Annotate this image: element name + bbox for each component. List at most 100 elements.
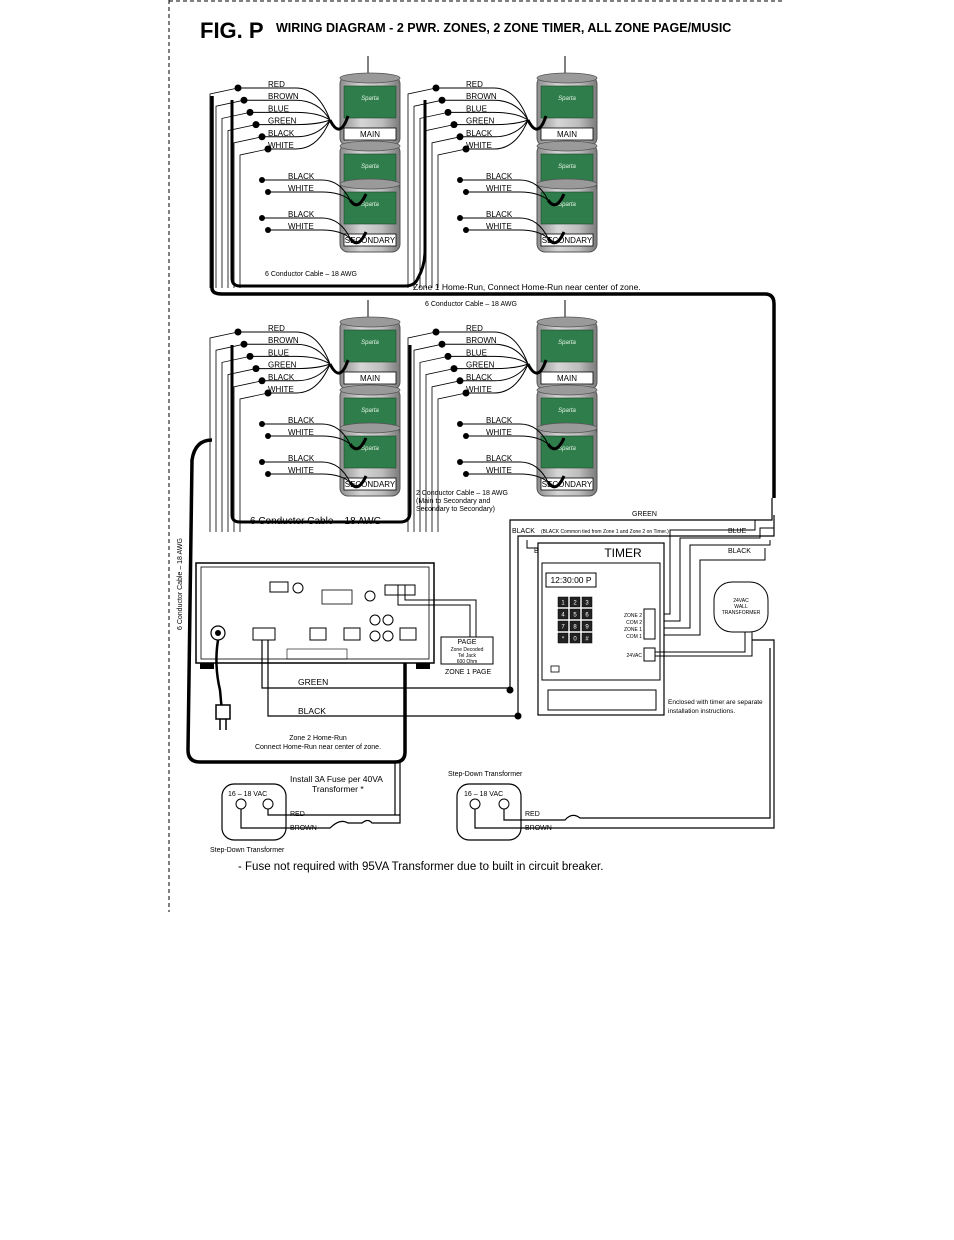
pair-line	[268, 229, 351, 239]
wire-line	[466, 119, 529, 150]
pair-bundle	[546, 437, 566, 451]
wire-line	[238, 331, 331, 365]
timer-key-label: 2	[573, 601, 577, 607]
wire-label: GREEN	[268, 117, 297, 126]
secondary-label: SECONDARY	[345, 480, 396, 489]
speaker-brand: Sparta	[558, 408, 576, 414]
amplifier	[195, 562, 435, 730]
timer-key-label: #	[585, 637, 589, 643]
timer-terminal-zone2: ZONE 2	[624, 613, 642, 619]
wire-drop	[233, 136, 263, 288]
pair-label: WHITE	[288, 222, 314, 231]
pair-bundle	[546, 193, 566, 207]
speaker-brand: Sparta	[558, 446, 576, 452]
wire-label: WHITE	[268, 141, 294, 150]
wire-line	[454, 363, 529, 370]
pair-label: WHITE	[486, 184, 512, 193]
wire-line	[244, 99, 331, 121]
speaker-brand: Sparta	[361, 202, 379, 208]
speaker-brand: Sparta	[361, 96, 379, 102]
speaker-top	[536, 140, 598, 152]
fuse-note-1: Install 3A Fuse per 40VA	[290, 774, 383, 784]
secondary-label: SECONDARY	[542, 480, 593, 489]
pair-label: BLACK	[288, 416, 315, 425]
wall-transformer-line-2: WALL	[734, 604, 748, 610]
speaker-label-panel	[540, 329, 594, 363]
pair-bundle	[546, 231, 566, 245]
page-box-line-1: PAGE	[458, 639, 477, 646]
zone2-cable-label: 6 Conductor Cable – 18 AWG	[250, 516, 382, 527]
timer-title: TIMER	[604, 546, 642, 560]
speaker-label-panel	[343, 329, 397, 363]
timer-key-label: 7	[561, 625, 565, 631]
speaker-top	[536, 422, 598, 434]
speaker-brand: Sparta	[361, 408, 379, 414]
cable-bundle	[328, 115, 350, 131]
timer-power-terminal: 24VAC	[627, 653, 643, 659]
timer-key-label: 1	[561, 601, 565, 607]
main-label: MAIN	[360, 130, 380, 139]
timer-black-right: BLACK	[728, 548, 751, 555]
zone2-homerun-label-2: Connect Home-Run near center of zone.	[255, 744, 381, 751]
wire-label: GREEN	[268, 361, 297, 370]
two-conductor-label-1: 2 Conductor Cable – 18 AWG	[416, 490, 508, 497]
left-transformer-label: Step-Down Transformer	[210, 847, 285, 854]
amp-black-wire	[267, 515, 775, 717]
pair-label: BLACK	[486, 416, 513, 425]
zone1-homerun-cable-label: 6 Conductor Cable – 18 AWG	[425, 301, 517, 308]
timer-black-note: (BLACK Common tied from Zone 1 and Zone …	[541, 529, 669, 535]
timer-key	[557, 596, 569, 608]
wire-drop	[227, 124, 257, 288]
wire-drop	[227, 368, 257, 532]
timer-wire-zone2	[655, 519, 772, 615]
wire-drop	[209, 87, 239, 288]
fuse-note-2: Transformer *	[312, 784, 364, 794]
wire-label: WHITE	[466, 385, 492, 394]
two-conductor-label-2: (Main to Secondary and	[416, 498, 490, 505]
timer-key	[557, 620, 569, 632]
wire-line	[250, 355, 331, 365]
speaker-label-panel	[540, 435, 594, 469]
wire-drop	[413, 343, 443, 532]
page-box-line-4: 600 Ohm	[457, 659, 478, 665]
pair-line	[268, 473, 351, 483]
amp-green-wire	[261, 498, 773, 689]
wire-drop	[425, 124, 455, 288]
cable-bundle	[328, 359, 350, 375]
speaker-brand: Sparta	[361, 164, 379, 170]
wire-drop	[221, 356, 251, 532]
speaker-brand: Sparta	[558, 202, 576, 208]
wire-drop	[239, 148, 269, 288]
speaker-top	[339, 72, 401, 84]
zone1-cable-label: 6 Conductor Cable – 18 AWG	[265, 271, 357, 278]
wire-line	[442, 343, 529, 365]
wire-label: BLUE	[466, 348, 487, 357]
zone2-inner-cable	[230, 345, 412, 524]
speaker-label-panel	[540, 85, 594, 119]
wire-label: BLACK	[466, 129, 493, 138]
page-box-line-3: Tel Jack	[458, 653, 477, 659]
wire-drop	[407, 87, 437, 288]
timer-key	[581, 620, 593, 632]
wire-drop	[233, 380, 263, 532]
speaker-label-panel	[343, 435, 397, 469]
timer-black-label: BLACK	[512, 528, 535, 535]
right-red-label: RED	[525, 811, 540, 818]
pair-bundle	[348, 193, 368, 207]
wire-drop	[215, 343, 245, 532]
zone1-page-label: ZONE 1 PAGE	[445, 669, 491, 676]
timer-key	[569, 632, 581, 644]
timer-key-label: 8	[573, 625, 577, 631]
left-transformer: 16 – 18 VAC RED BROWN Install 3A Fuse pe…	[210, 762, 401, 854]
right-transformer: 16 – 18 VAC RED BROWN Step-Down Transfor…	[448, 639, 775, 841]
speaker-brand: Sparta	[361, 340, 379, 346]
